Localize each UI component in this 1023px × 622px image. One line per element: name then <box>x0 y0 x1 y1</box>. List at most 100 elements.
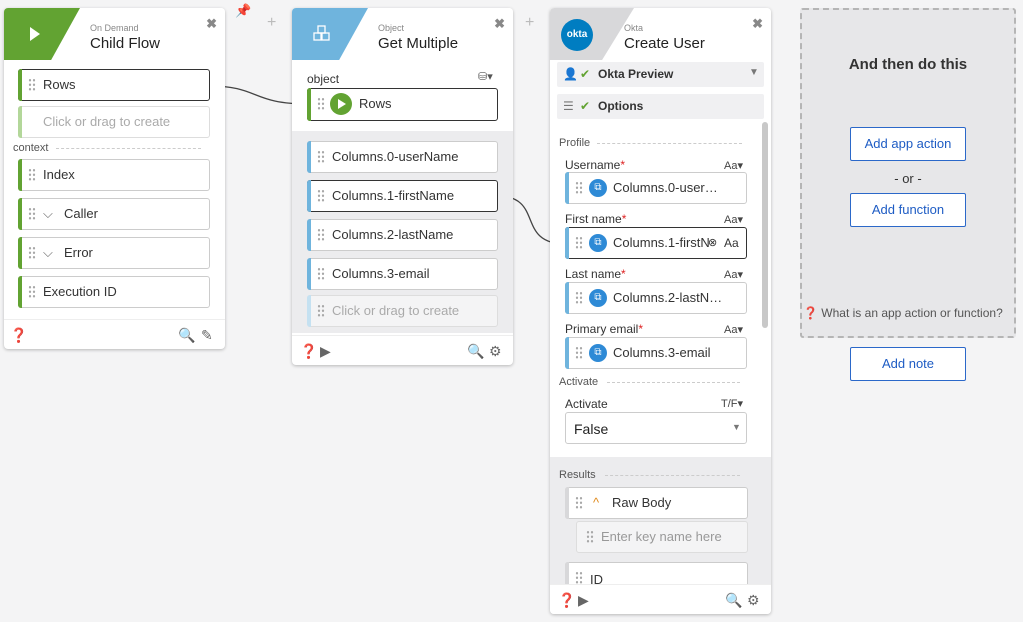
error-field[interactable]: ⌵Error <box>18 237 210 269</box>
index-field[interactable]: Index <box>18 159 210 191</box>
create-user-card: okta Okta Create User ✖ 👤 ✔ Okta Preview… <box>550 8 771 614</box>
run-icon[interactable]: ▶ <box>578 592 589 608</box>
username-field[interactable]: ⧉ Columns.0-user… <box>565 172 747 204</box>
firstname-field[interactable]: ⧉ Columns.1-firstN⊗ Aa <box>565 227 747 259</box>
gear-icon[interactable]: ⚙ <box>489 343 502 359</box>
key-name-input[interactable]: Enter key name here <box>576 521 748 553</box>
chevron-down-icon[interactable]: ⌵ <box>43 245 53 260</box>
lastname-field[interactable]: ⧉Columns.2-lastN… <box>565 282 747 314</box>
type-aa-icon[interactable]: Aa▾ <box>724 324 743 336</box>
help-icon[interactable]: ❓ <box>558 592 576 608</box>
object-icon: ⧉ <box>589 234 607 252</box>
output-label: Columns.3-email <box>332 266 430 281</box>
chevron-down-icon[interactable]: ⌵ <box>43 206 53 221</box>
output-field[interactable]: Columns.2-lastName <box>307 219 498 251</box>
username-value: Columns.0-user… <box>613 180 718 195</box>
close-icon[interactable]: ✖ <box>206 16 217 31</box>
email-field[interactable]: ⧉Columns.3-email <box>565 337 747 369</box>
output-field[interactable]: Columns.1-firstName <box>307 180 498 212</box>
close-icon[interactable]: ✖ <box>494 16 505 31</box>
card-title: Get Multiple <box>378 35 459 52</box>
add-step-icon-2[interactable]: + <box>525 14 535 31</box>
drag-handle-icon[interactable] <box>575 236 583 250</box>
drag-handle-icon[interactable] <box>575 291 583 305</box>
search-icon[interactable]: 🔍 <box>178 327 196 343</box>
type-aa-icon[interactable]: Aa▾ <box>724 214 743 226</box>
search-icon[interactable]: 🔍 <box>467 343 485 359</box>
rows-input[interactable]: Rows <box>307 88 498 121</box>
add-function-button[interactable]: Add function <box>850 193 966 227</box>
divider <box>56 148 201 149</box>
chevron-up-icon[interactable]: ^ <box>593 495 600 510</box>
firstname-value: Columns.1-firstN <box>613 235 710 250</box>
close-icon[interactable]: ✖ <box>752 16 763 31</box>
type-tf-icon[interactable]: T/F▾ <box>721 398 744 410</box>
drag-handle-icon[interactable] <box>575 496 583 510</box>
run-icon[interactable]: ▶ <box>320 343 331 359</box>
help-link-label: What is an app action or function? <box>821 306 1003 320</box>
scrollbar[interactable] <box>762 122 768 328</box>
okta-logo: okta <box>561 19 593 51</box>
help-icon[interactable]: ❓ <box>10 327 28 343</box>
drag-handle-icon[interactable] <box>317 228 325 242</box>
activate-value: False <box>574 421 609 437</box>
create-field-placeholder[interactable]: Click or drag to create <box>307 295 498 327</box>
add-note-button[interactable]: Add note <box>850 347 966 381</box>
output-field[interactable]: Columns.0-userName <box>307 141 498 173</box>
drag-handle-icon[interactable] <box>28 246 36 260</box>
drag-handle-icon[interactable] <box>317 150 325 164</box>
rows-field[interactable]: Rows <box>18 69 210 101</box>
card-footer: ❓ ▶ 🔍 ⚙ <box>550 584 771 614</box>
activate-select[interactable]: False ▼ <box>565 412 747 444</box>
drag-handle-icon[interactable] <box>575 181 583 195</box>
drag-handle-icon[interactable] <box>586 530 594 544</box>
drag-handle-icon[interactable] <box>317 189 325 203</box>
help-link[interactable]: ❓ What is an app action or function? <box>803 306 1003 320</box>
drag-handle-icon[interactable] <box>28 78 36 92</box>
drag-handle-icon[interactable] <box>317 267 325 281</box>
drag-handle-icon[interactable] <box>28 207 36 221</box>
sliders-icon: ☰ <box>563 99 574 113</box>
context-label: context <box>13 142 49 154</box>
caller-field[interactable]: ⌵Caller <box>18 198 210 230</box>
options-toggle[interactable]: ☰ ✔ Options <box>557 94 764 119</box>
drag-handle-icon[interactable] <box>28 168 36 182</box>
drag-handle-icon[interactable] <box>575 346 583 360</box>
add-app-action-button[interactable]: Add app action <box>850 127 966 161</box>
output-label: Columns.1-firstName <box>332 188 455 203</box>
drag-handle-icon[interactable] <box>28 285 36 299</box>
object-icon: ⧉ <box>589 179 607 197</box>
type-aa-icon[interactable]: Aa▾ <box>724 160 743 172</box>
database-type-icon[interactable]: ⛁▾ <box>478 71 493 83</box>
clear-icon[interactable]: ⊗ <box>708 237 718 249</box>
card-header: okta Okta Create User ✖ <box>550 8 771 60</box>
execution-id-field[interactable]: Execution ID <box>18 276 210 308</box>
object-icon: ⧉ <box>589 289 607 307</box>
pin-icon[interactable]: 📌 <box>235 3 252 18</box>
connection-select[interactable]: 👤 ✔ Okta Preview ▼ <box>557 62 764 87</box>
edit-icon[interactable]: ✎ <box>201 327 213 343</box>
create-field-placeholder[interactable]: Click or drag to create <box>18 106 210 138</box>
output-field[interactable]: Columns.3-email <box>307 258 498 290</box>
drag-handle-icon[interactable] <box>575 571 583 585</box>
raw-body-label: Raw Body <box>612 495 672 510</box>
drag-handle-icon[interactable] <box>317 97 325 111</box>
or-label: - or - <box>894 171 922 186</box>
placeholder-label: Click or drag to create <box>43 114 171 129</box>
chevron-down-icon[interactable]: ▼ <box>749 67 759 78</box>
card-footer: ❓ 🔍 ✎ <box>4 319 225 349</box>
card-header: On Demand Child Flow ✖ <box>4 8 225 60</box>
search-icon[interactable]: 🔍 <box>725 592 743 608</box>
drag-handle-icon[interactable] <box>317 304 325 318</box>
output-label: Columns.2-lastName <box>332 227 454 242</box>
execution-id-label: Execution ID <box>43 284 117 299</box>
type-aa-icon[interactable]: Aa▾ <box>724 269 743 281</box>
gear-icon[interactable]: ⚙ <box>747 592 760 608</box>
raw-body-field[interactable]: ^ Raw Body <box>565 487 748 519</box>
type-aa-label[interactable]: Aa <box>724 236 739 250</box>
connection-label: Okta Preview <box>598 67 674 81</box>
help-icon[interactable]: ❓ <box>300 343 318 359</box>
add-step-icon[interactable]: + <box>267 14 277 31</box>
activate-label: Activate <box>565 397 608 411</box>
options-label: Options <box>598 99 644 113</box>
